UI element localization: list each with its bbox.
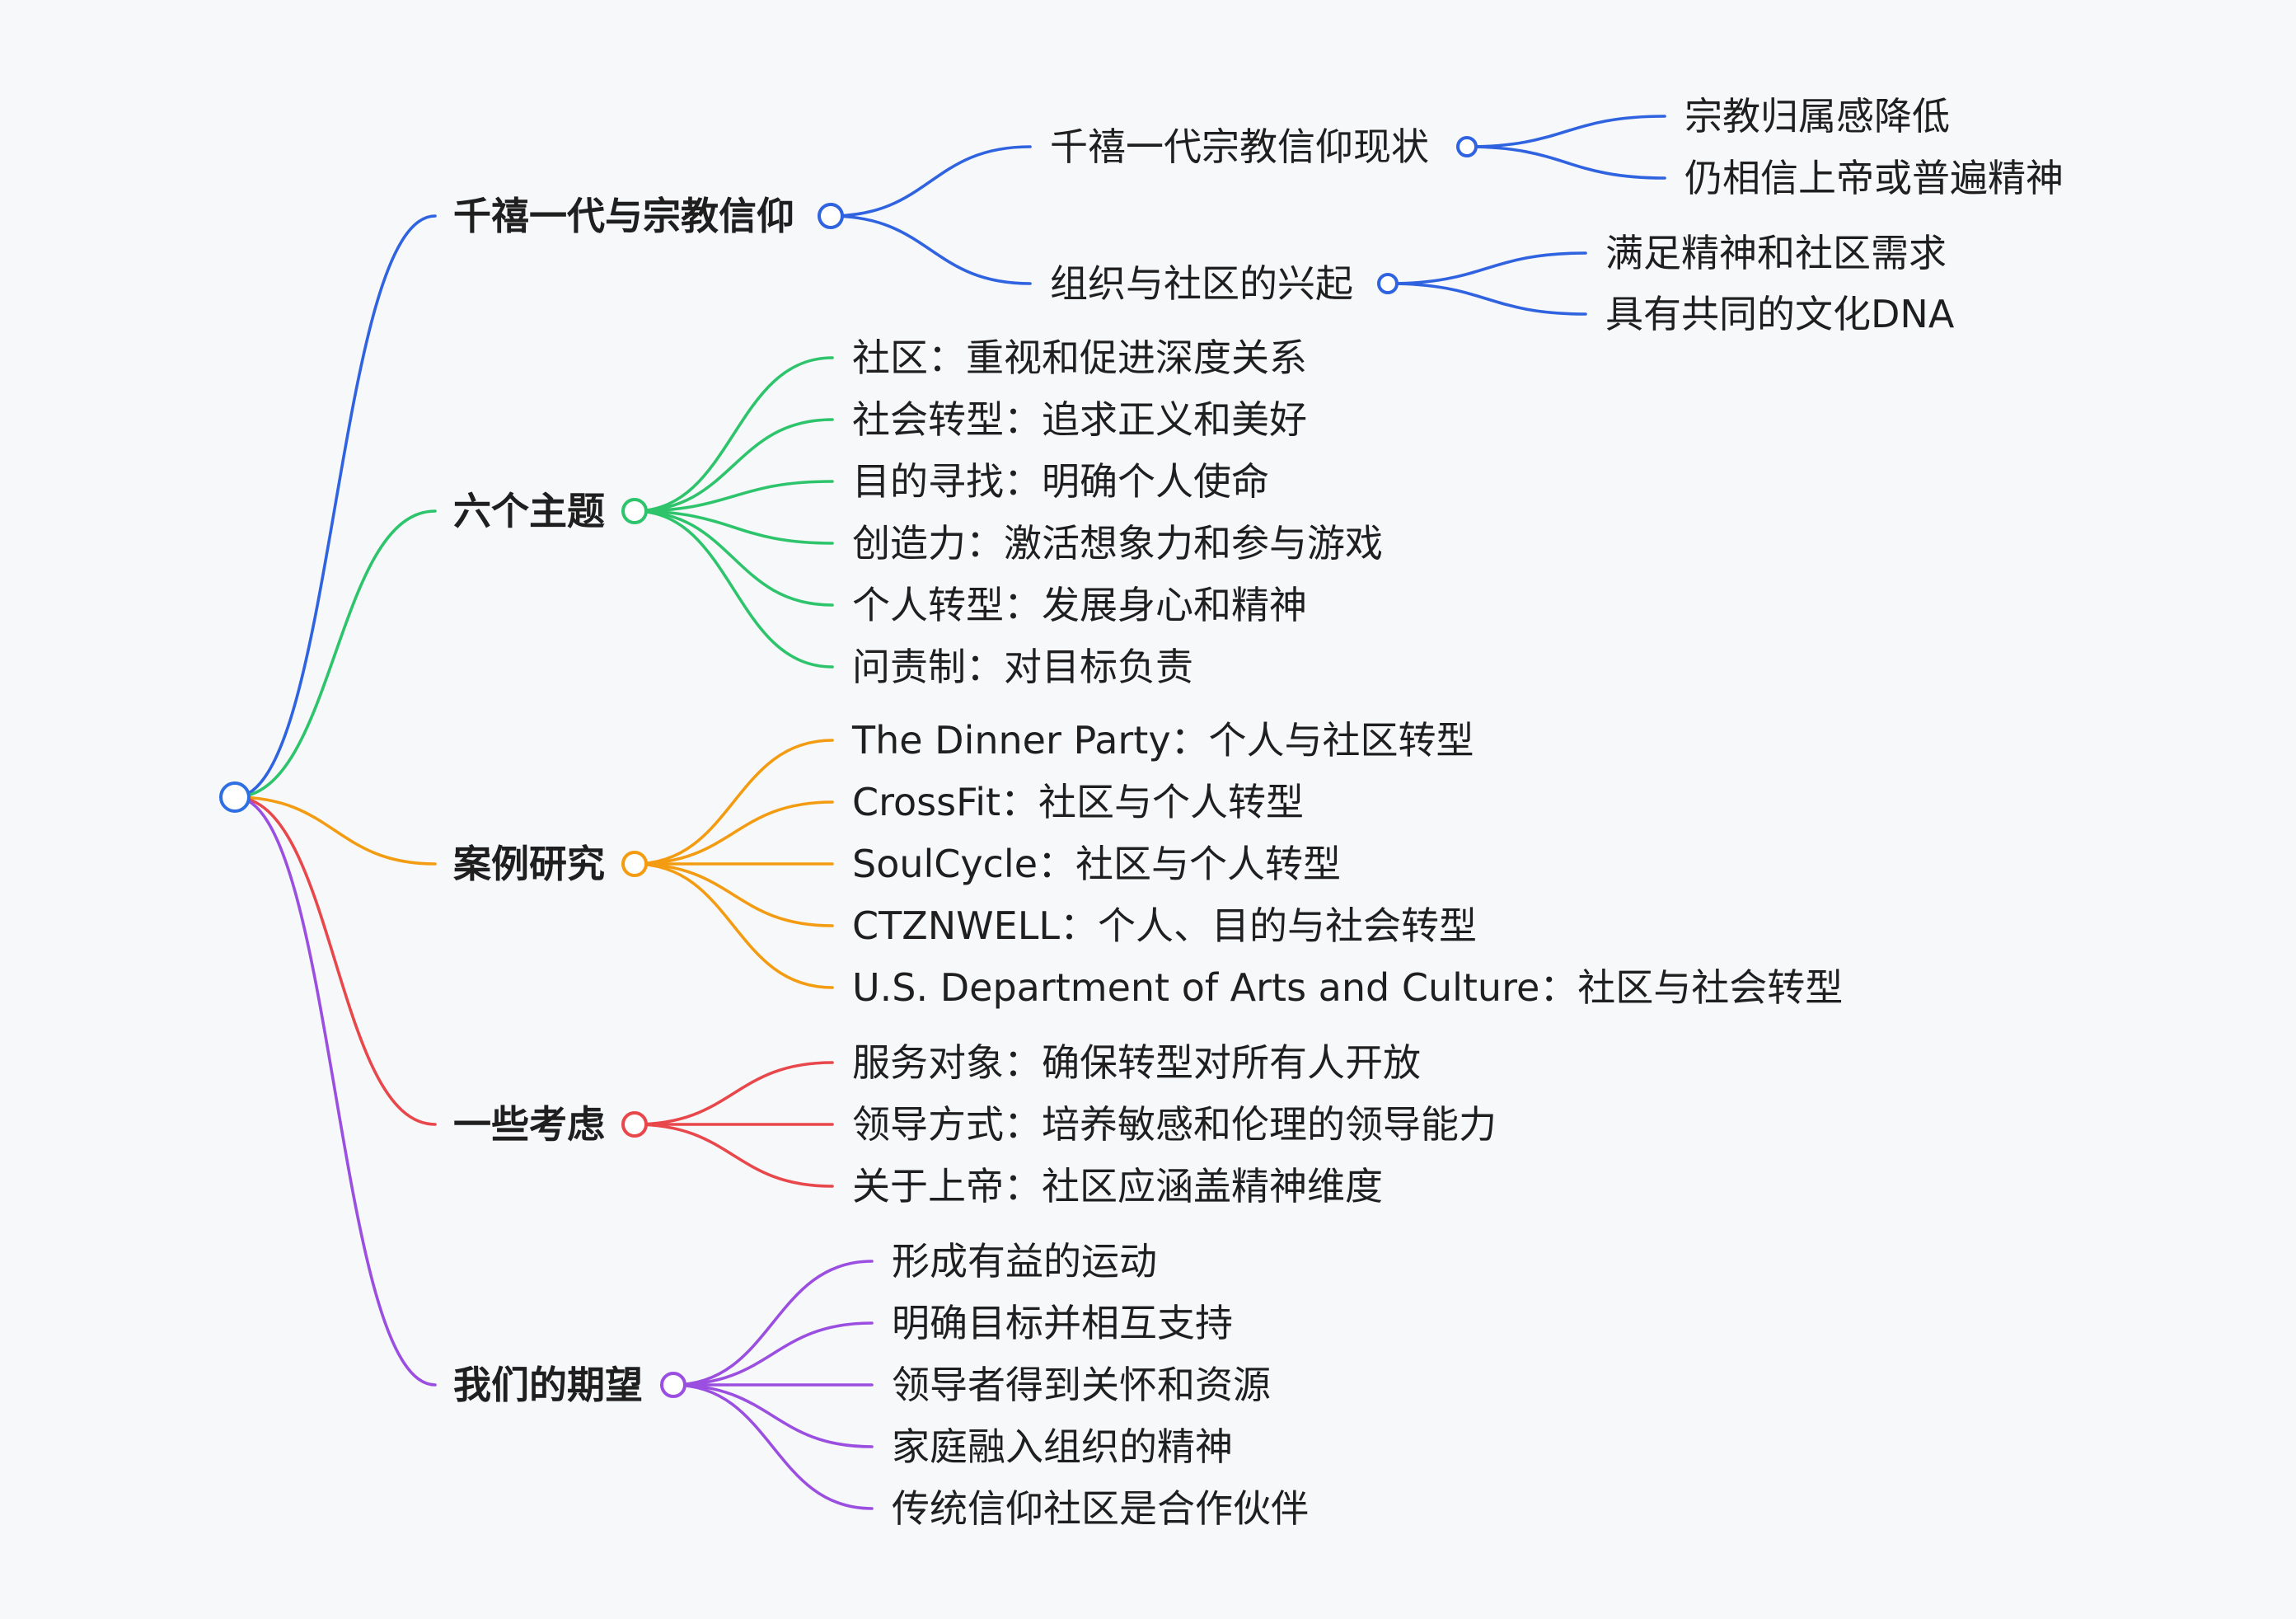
leaf-label[interactable]: 宗教归属感降低	[1685, 94, 1950, 138]
leaf-label[interactable]: SoulCycle：社区与个人转型	[852, 842, 1341, 886]
edge-branch-to-leaf	[633, 800, 834, 866]
branch-faith[interactable]: 千禧一代与宗教信仰 千禧一代宗教信仰现状 宗教归属感降低 仍相信上帝或普遍精神 …	[453, 94, 2064, 336]
leaf-label[interactable]: 形成有益的运动	[892, 1239, 1157, 1283]
edge-root-to-branch	[233, 214, 437, 799]
edge-branch-to-leaf	[633, 356, 834, 513]
leaf-label[interactable]: 创造力：激活想象力和参与游戏	[852, 521, 1383, 565]
branch-node-dot[interactable]	[621, 1111, 648, 1138]
leaf-label[interactable]: 服务对象：确保转型对所有人开放	[852, 1040, 1421, 1085]
branch-cases[interactable]: 案例研究 The Dinner Party：个人与社区转型 CrossFit：社…	[453, 718, 1843, 1010]
edge-branch-to-leaf	[633, 509, 834, 669]
edge-branch-to-leaf	[633, 509, 834, 607]
edge-branch-to-leaf	[633, 862, 834, 989]
edge-branch-to-leaf	[633, 418, 834, 513]
branch-label-faith[interactable]: 千禧一代与宗教信仰	[453, 194, 794, 238]
edge-branch-to-sub	[829, 214, 1032, 285]
edge-sub-to-leaf	[1386, 282, 1587, 316]
leaf-label[interactable]: 家庭融入组织的精神	[892, 1424, 1233, 1469]
sub-node-dot[interactable]	[1456, 136, 1478, 157]
sub-node-dot[interactable]	[1377, 273, 1399, 294]
branch-hopes[interactable]: 我们的期望 形成有益的运动 明确目标并相互支持 领导者得到关怀和资源 家庭融入组…	[453, 1239, 1309, 1531]
branch-label-cases[interactable]: 案例研究	[453, 842, 605, 886]
edge-branch-to-leaf	[672, 1383, 874, 1448]
edge-sub-to-leaf	[1465, 145, 1666, 180]
branch-label-themes[interactable]: 六个主题	[453, 489, 605, 533]
edge-branch-to-leaf	[633, 1061, 834, 1126]
edge-sub-to-leaf	[1465, 115, 1666, 148]
branch-node-dot[interactable]	[621, 851, 648, 877]
edge-branch-to-leaf	[633, 1123, 834, 1188]
edge-root-to-branch	[233, 795, 437, 866]
branch-node-dot[interactable]	[660, 1372, 686, 1398]
leaf-label[interactable]: CrossFit：社区与个人转型	[852, 780, 1304, 824]
leaf-label[interactable]: 关于上帝：社区应涵盖精神维度	[852, 1164, 1383, 1208]
leaf-label[interactable]: 问责制：对目标负责	[852, 645, 1193, 689]
leaf-label[interactable]: 传统信仰社区是合作伙伴	[892, 1486, 1309, 1531]
branch-considerations[interactable]: 一些考虑 服务对象：确保转型对所有人开放 领导方式：培养敏感和伦理的领导能力 关…	[453, 1040, 1497, 1208]
root-node-dot[interactable]	[219, 781, 251, 813]
leaf-label[interactable]: The Dinner Party：个人与社区转型	[851, 718, 1474, 763]
leaf-label[interactable]: 领导者得到关怀和资源	[892, 1363, 1271, 1407]
branch-themes[interactable]: 六个主题 社区：重视和促进深度关系 社会转型：追求正义和美好 目的寻找：明确个人…	[453, 336, 1383, 689]
sub-label-faith-orgs[interactable]: 组织与社区的兴起	[1050, 261, 1353, 306]
edge-branch-to-leaf	[633, 509, 834, 545]
sub-node-faith-status[interactable]: 千禧一代宗教信仰现状 宗教归属感降低 仍相信上帝或普遍精神	[1050, 94, 2064, 200]
branch-node-dot[interactable]	[818, 203, 844, 229]
edges-layer	[233, 115, 1666, 1510]
leaf-label[interactable]: 目的寻找：明确个人使命	[852, 459, 1269, 504]
edge-sub-to-leaf	[1386, 251, 1587, 285]
leaf-label[interactable]: 领导方式：培养敏感和伦理的领导能力	[852, 1102, 1497, 1147]
leaf-label[interactable]: 仍相信上帝或普遍精神	[1685, 156, 2064, 200]
branch-node-dot[interactable]	[621, 498, 648, 524]
edge-root-to-branch	[233, 795, 437, 1126]
edge-branch-to-leaf	[672, 1383, 874, 1510]
edge-root-to-branch	[233, 795, 437, 1387]
edge-branch-to-leaf	[633, 862, 834, 927]
leaf-label[interactable]: 社会转型：追求正义和美好	[852, 397, 1307, 442]
edge-branch-to-leaf	[633, 480, 834, 513]
leaf-label[interactable]: U.S. Department of Arts and Culture：社区与社…	[852, 965, 1843, 1010]
node-dots-layer	[219, 136, 1478, 1398]
leaf-label[interactable]: CTZNWELL：个人、目的与社会转型	[852, 903, 1477, 948]
leaf-label[interactable]: 具有共同的文化DNA	[1605, 292, 1955, 336]
branch-label-hopes[interactable]: 我们的期望	[453, 1363, 643, 1407]
edge-branch-to-leaf	[633, 739, 834, 866]
edge-branch-to-leaf	[672, 1260, 874, 1387]
branch-label-considerations[interactable]: 一些考虑	[453, 1102, 605, 1147]
leaf-label[interactable]: 社区：重视和促进深度关系	[852, 336, 1307, 380]
edge-branch-to-leaf	[672, 1321, 874, 1387]
leaf-label[interactable]: 满足精神和社区需求	[1605, 231, 1947, 275]
edge-branch-to-sub	[829, 145, 1032, 218]
edge-root-to-branch	[233, 509, 437, 799]
sub-label-faith-status[interactable]: 千禧一代宗教信仰现状	[1050, 124, 1429, 169]
leaf-label[interactable]: 明确目标并相互支持	[892, 1301, 1233, 1345]
leaf-label[interactable]: 个人转型：发展身心和精神	[852, 583, 1307, 627]
sub-node-faith-orgs[interactable]: 组织与社区的兴起 满足精神和社区需求 具有共同的文化DNA	[1050, 231, 1955, 336]
